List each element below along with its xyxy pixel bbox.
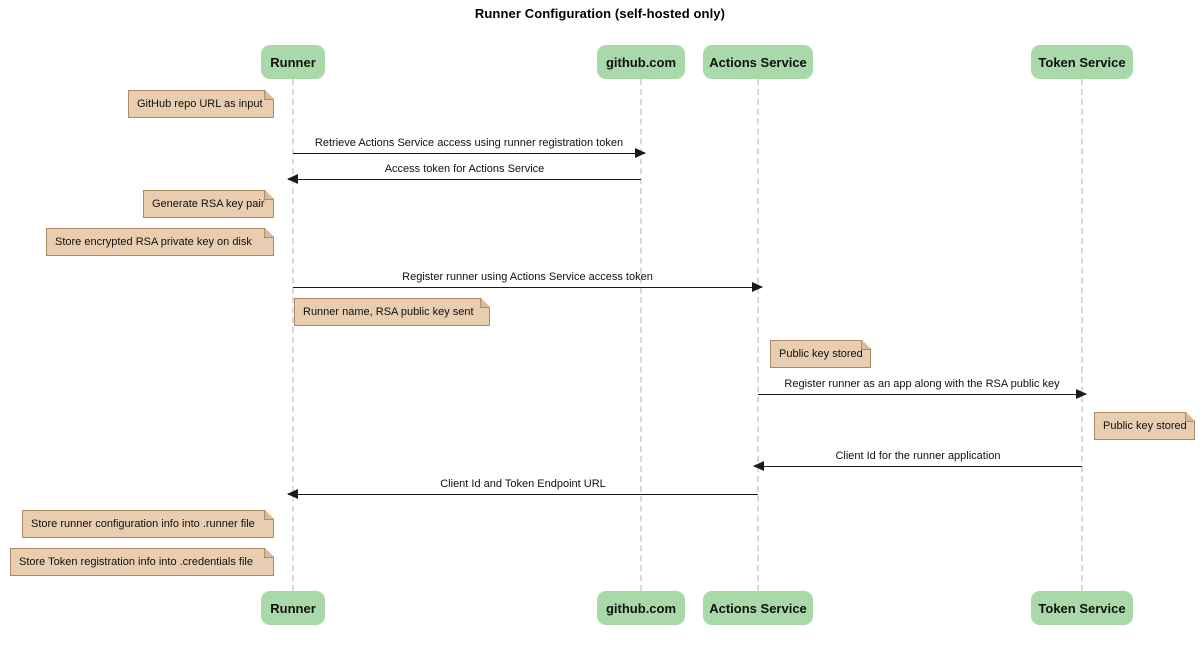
message-line (293, 287, 762, 288)
participant-github-bottom[interactable]: github.com (597, 591, 685, 625)
note-fold-corner-icon (264, 229, 273, 238)
lifeline-actions (757, 79, 759, 591)
note-runner-name-pubkey[interactable]: Runner name, RSA public key sent (294, 298, 490, 326)
message-line (754, 466, 1082, 467)
participant-label: Token Service (1038, 54, 1126, 70)
arrowhead-icon (752, 282, 763, 292)
note-text: Public key stored (779, 348, 863, 360)
participant-actions-top[interactable]: Actions Service (703, 45, 813, 79)
note-public-key-stored-1[interactable]: Public key stored (770, 340, 871, 368)
page-title: Runner Configuration (self-hosted only) (474, 6, 726, 21)
participant-label: Actions Service (709, 54, 807, 70)
note-text: Store runner configuration info into .ru… (31, 518, 255, 530)
participant-label: Token Service (1038, 600, 1126, 616)
msg-client-id-runner-app[interactable]: Client Id for the runner application (753, 450, 1082, 471)
message-label: Access token for Actions Service (384, 163, 545, 175)
participant-label: github.com (605, 600, 677, 616)
message-label: Register runner as an app along with the… (784, 378, 1060, 390)
arrowhead-icon (635, 148, 646, 158)
msg-register-runner[interactable]: Register runner using Actions Service ac… (293, 271, 763, 292)
message-label: Client Id for the runner application (835, 450, 1001, 462)
note-fold-corner-icon (861, 341, 870, 350)
message-line (293, 153, 645, 154)
message-line (288, 494, 758, 495)
arrowhead-icon (287, 489, 298, 499)
participant-label: Runner (270, 54, 316, 70)
note-text: GitHub repo URL as input (137, 98, 263, 110)
note-text: Public key stored (1103, 420, 1187, 432)
note-public-key-stored-2[interactable]: Public key stored (1094, 412, 1195, 440)
note-fold-corner-icon (264, 191, 273, 200)
arrowhead-icon (1076, 389, 1087, 399)
lifeline-token (1081, 79, 1083, 591)
participant-label: Runner (270, 600, 316, 616)
msg-access-token[interactable]: Access token for Actions Service (287, 163, 641, 184)
message-label: Register runner using Actions Service ac… (402, 271, 653, 283)
participant-runner-top[interactable]: Runner (261, 45, 325, 79)
note-fold-corner-icon (480, 299, 489, 308)
participant-actions-bottom[interactable]: Actions Service (703, 591, 813, 625)
participant-label: Actions Service (709, 600, 807, 616)
message-label: Client Id and Token Endpoint URL (440, 478, 606, 490)
participant-token-top[interactable]: Token Service (1031, 45, 1133, 79)
note-text: Store Token registration info into .cred… (19, 556, 253, 568)
msg-retrieve-actions-access[interactable]: Retrieve Actions Service access using ru… (293, 137, 646, 158)
note-store-private-key[interactable]: Store encrypted RSA private key on disk (46, 228, 274, 256)
msg-client-id-token-endpoint[interactable]: Client Id and Token Endpoint URL (287, 478, 758, 499)
note-text: Runner name, RSA public key sent (303, 306, 474, 318)
msg-register-runner-as-app[interactable]: Register runner as an app along with the… (758, 378, 1087, 399)
arrowhead-icon (753, 461, 764, 471)
note-text: Store encrypted RSA private key on disk (55, 236, 252, 248)
note-github-repo-url[interactable]: GitHub repo URL as input (128, 90, 274, 118)
participant-token-bottom[interactable]: Token Service (1031, 591, 1133, 625)
note-store-token-reg[interactable]: Store Token registration info into .cred… (10, 548, 274, 576)
note-store-runner-config[interactable]: Store runner configuration info into .ru… (22, 510, 274, 538)
participant-github-top[interactable]: github.com (597, 45, 685, 79)
arrowhead-icon (287, 174, 298, 184)
message-line (288, 179, 641, 180)
note-fold-corner-icon (1185, 413, 1194, 422)
message-label: Retrieve Actions Service access using ru… (314, 137, 624, 149)
participant-runner-bottom[interactable]: Runner (261, 591, 325, 625)
note-fold-corner-icon (264, 549, 273, 558)
note-generate-rsa[interactable]: Generate RSA key pair (143, 190, 274, 218)
note-text: Generate RSA key pair (152, 198, 265, 210)
note-fold-corner-icon (264, 511, 273, 520)
lifeline-runner (292, 79, 294, 591)
participant-label: github.com (605, 54, 677, 70)
lifeline-github (640, 79, 642, 591)
message-line (758, 394, 1086, 395)
note-fold-corner-icon (264, 91, 273, 100)
